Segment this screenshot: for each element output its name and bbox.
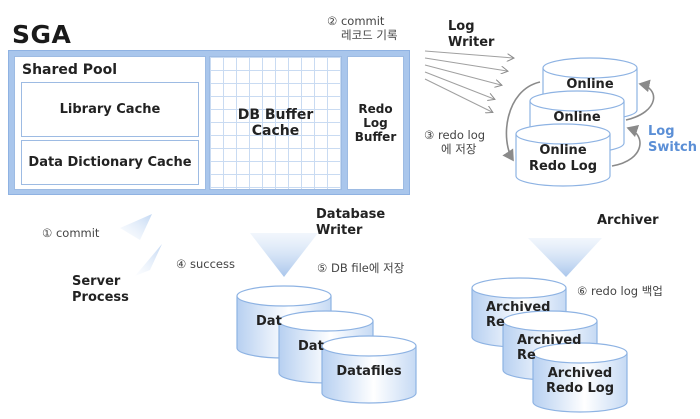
redo-log-buffer-label-1: Redo — [358, 102, 393, 116]
log-writer-arrows — [424, 50, 513, 112]
datafile-3 — [321, 335, 417, 404]
database-writer-label: Database Writer — [316, 207, 385, 239]
log-switch-arrow-right-2 — [611, 124, 641, 167]
step2-note: ② commit 레코드 기록 — [327, 14, 398, 42]
online-log-3-label-1: Online — [539, 143, 587, 158]
online-log-cylinders — [515, 57, 638, 187]
online-log-1-label: Online — [566, 77, 614, 92]
success-arrow — [135, 244, 162, 276]
archived-log-2-label: Archived Re — [517, 333, 582, 363]
sga-title: SGA — [12, 20, 72, 49]
server-process-line1: Server — [72, 274, 121, 289]
archiver-arrow — [528, 238, 602, 277]
server-process-label: Server Process — [72, 274, 129, 306]
lgwr-arrow-4 — [424, 71, 494, 99]
step3-line1: ③ redo log — [424, 128, 486, 142]
archived-log-2-line2: Re — [517, 348, 536, 363]
archived-log-3 — [532, 342, 628, 413]
archived-log-3-line1: Archived — [547, 366, 613, 381]
commit-arrow — [120, 214, 152, 240]
data-dictionary-cache-box: Data Dictionary Cache — [21, 140, 199, 185]
step3-note: ③ redo log 에 저장 — [424, 128, 485, 156]
archived-log-2-line1: Archived — [517, 333, 582, 348]
server-process-line2: Process — [72, 290, 129, 305]
datafile-cylinders — [236, 285, 417, 404]
step4-note: ④ success — [176, 257, 235, 271]
database-writer-line2: Writer — [316, 223, 363, 238]
log-switch-arrows — [502, 79, 655, 167]
step2-line1: ② commit — [327, 14, 385, 28]
data-dictionary-cache-label: Data Dictionary Cache — [28, 155, 192, 170]
step1-note: ① commit — [42, 226, 100, 240]
online-log-3 — [515, 123, 611, 187]
log-switch-arrow-right-1 — [625, 79, 655, 121]
online-log-2-label: Online — [553, 110, 601, 125]
archived-log-1-line2: Re — [486, 315, 505, 330]
archived-log-1-label: Archived Re — [486, 300, 551, 330]
step6-note: ⑥ redo log 백업 — [577, 284, 663, 298]
lgwr-arrow-5 — [424, 78, 492, 112]
datafile-2-label: Dat — [298, 339, 324, 354]
step5-note: ⑤ DB file에 저장 — [317, 261, 405, 275]
datafile-3-label: Datafiles — [336, 364, 402, 379]
lgwr-arrow-3 — [424, 64, 501, 85]
library-cache-box: Library Cache — [21, 82, 199, 137]
log-writer-label: Log Writer — [448, 19, 494, 51]
db-buffer-cache-label-2: Cache — [251, 123, 300, 139]
archived-log-3-label: Archived Redo Log — [533, 366, 627, 396]
log-switch-line2: Switch — [648, 140, 698, 155]
database-writer-line1: Database — [316, 207, 386, 222]
shared-pool-label: Shared Pool — [22, 62, 118, 78]
archived-log-1-line1: Archived — [486, 300, 551, 315]
online-log-3-label-2: Redo Log — [528, 159, 598, 174]
log-switch-label: Log Switch — [648, 124, 697, 156]
archiver-label: Archiver — [597, 213, 659, 228]
lgwr-arrow-1 — [424, 50, 513, 58]
redo-log-buffer-label-3: Buffer — [354, 130, 397, 144]
log-switch-line1: Log — [648, 124, 675, 139]
step2-line2: 레코드 기록 — [341, 28, 398, 42]
redo-log-buffer-label-2: Log — [363, 116, 388, 130]
dbwr-arrow — [250, 233, 318, 277]
library-cache-label: Library Cache — [59, 102, 161, 117]
log-writer-line1: Log — [448, 19, 475, 34]
log-switch-arrow-left — [502, 81, 541, 162]
db-buffer-cache-label-1: DB Buffer — [237, 107, 314, 123]
lgwr-arrow-2 — [424, 57, 507, 71]
archived-log-cylinders — [471, 277, 628, 413]
log-writer-line2: Writer — [448, 35, 495, 50]
archived-log-3-line2: Redo Log — [545, 381, 615, 396]
datafile-1-label: Dat — [256, 314, 282, 329]
step3-line2: 에 저장 — [441, 142, 477, 156]
